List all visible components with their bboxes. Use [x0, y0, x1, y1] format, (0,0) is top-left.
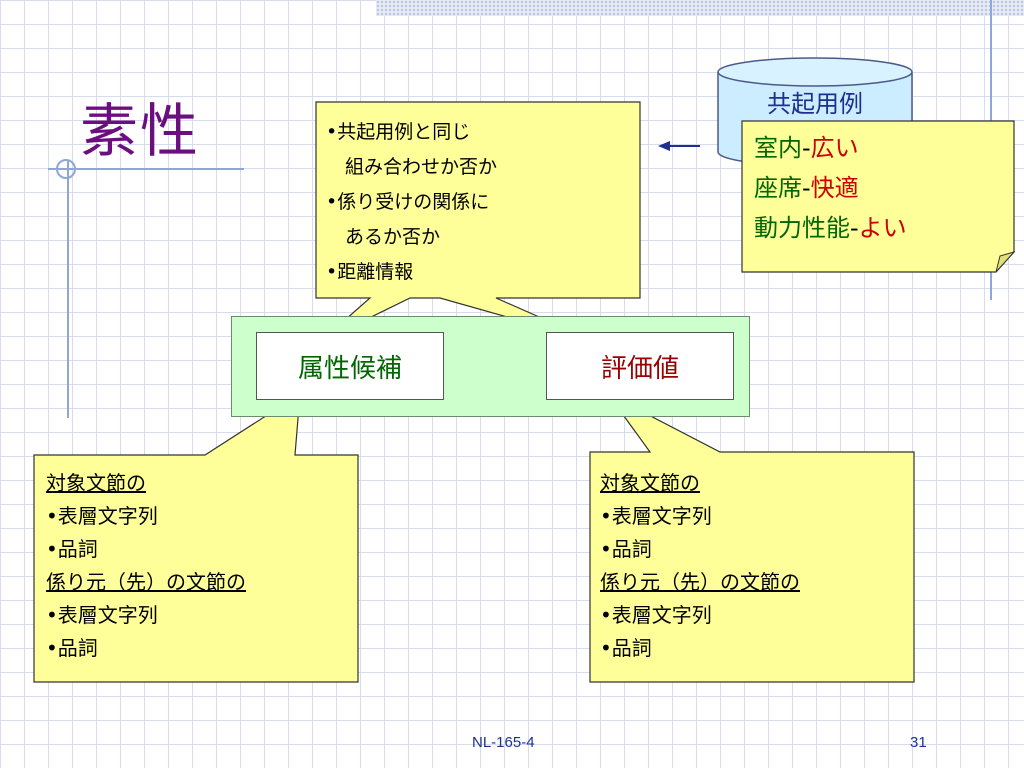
example-row: 室内-広い [754, 134, 859, 162]
feature-heading: 係り元（先）の文節の [600, 570, 800, 594]
title-decoration-vertical-line [67, 160, 69, 418]
feature-line: あるか否か [326, 226, 441, 248]
feature-line: •共起用例と同じ [326, 121, 471, 143]
example-row: 動力性能-よい [754, 214, 907, 242]
example-note-shape [741, 120, 1016, 273]
feature-line: •品詞 [46, 636, 98, 660]
candidate-feature-callout-shape [33, 392, 359, 683]
footer-code: NL-165-4 [472, 734, 535, 751]
title-decoration-horizontal-line [48, 168, 244, 170]
feature-line: •品詞 [46, 537, 98, 561]
page-number: 31 [910, 734, 927, 751]
title-decoration-circle [56, 159, 76, 179]
feature-line: •表層文字列 [600, 603, 712, 627]
example-note: 室内-広い 座席-快適 動力性能-よい [754, 128, 984, 248]
feature-heading: 対象文節の [46, 471, 146, 495]
top-decoration-band [376, 0, 1024, 16]
feature-heading: 係り元（先）の文節の [46, 570, 246, 594]
attribute-candidate-node: 属性候補 [256, 332, 444, 400]
pair-feature-callout-shape [315, 101, 641, 343]
evaluation-feature-callout: 対象文節の •表層文字列 •品詞 係り元（先）の文節の •表層文字列 •品詞 [600, 467, 906, 665]
feature-line: •品詞 [600, 537, 652, 561]
feature-line: •品詞 [600, 636, 652, 660]
example-row: 座席-快適 [754, 174, 859, 202]
evaluation-feature-callout-shape [589, 393, 915, 683]
feature-line: •表層文字列 [46, 603, 158, 627]
feature-line: •表層文字列 [600, 504, 712, 528]
feature-line: 組み合わせか否か [326, 156, 498, 178]
feature-line: •距離情報 [326, 261, 414, 283]
feature-line: •表層文字列 [46, 504, 158, 528]
candidate-feature-callout: 対象文節の •表層文字列 •品詞 係り元（先）の文節の •表層文字列 •品詞 [46, 467, 352, 665]
slide-title: 素性 [80, 97, 201, 165]
pair-feature-callout: •共起用例と同じ 組み合わせか否か •係り受けの関係に あるか否か •距離情報 [326, 115, 636, 290]
evaluation-value-node: 評価値 [546, 332, 734, 400]
feature-heading: 対象文節の [600, 471, 700, 495]
feature-line: •係り受けの関係に [326, 191, 490, 213]
database-label: 共起用例 [767, 90, 863, 118]
database-arrow [658, 141, 700, 151]
